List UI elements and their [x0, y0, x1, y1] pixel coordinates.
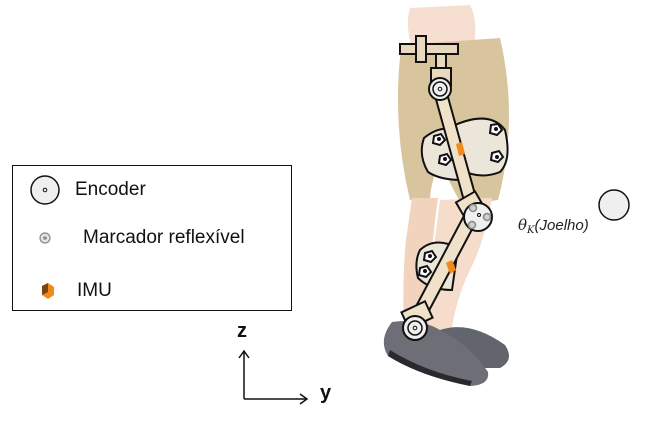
hip-encoder	[428, 77, 452, 101]
knee-angle-circle	[598, 189, 630, 221]
hip-bracket-post	[415, 35, 427, 63]
reflective-marker-icon	[39, 232, 51, 244]
legend-label: IMU	[77, 280, 112, 301]
z-axis-label: z	[237, 320, 247, 342]
imu-icon	[42, 283, 54, 299]
thigh-imu	[456, 142, 465, 156]
theta-symbol: θ	[518, 216, 528, 234]
legend-label: Marcador reflexível	[83, 227, 245, 248]
coordinate-axes	[238, 349, 309, 405]
shank-imu	[446, 260, 456, 274]
legend-box: Encoder Marcador reflexível IMU	[12, 165, 292, 311]
legend-item-marker: Marcador reflexível	[37, 227, 245, 249]
knee-angle-label: θK(Joelho)	[518, 216, 589, 236]
y-axis-label: y	[320, 382, 332, 404]
encoder-icon	[30, 175, 60, 205]
legend-label: Encoder	[75, 179, 146, 200]
theta-subscript: K	[527, 225, 535, 236]
legend-item-imu: IMU	[39, 280, 112, 302]
ankle-encoder	[402, 315, 428, 341]
joint-name: (Joelho)	[534, 217, 589, 234]
legend-item-encoder: Encoder	[29, 174, 146, 206]
hip-bracket-bar	[399, 43, 459, 55]
